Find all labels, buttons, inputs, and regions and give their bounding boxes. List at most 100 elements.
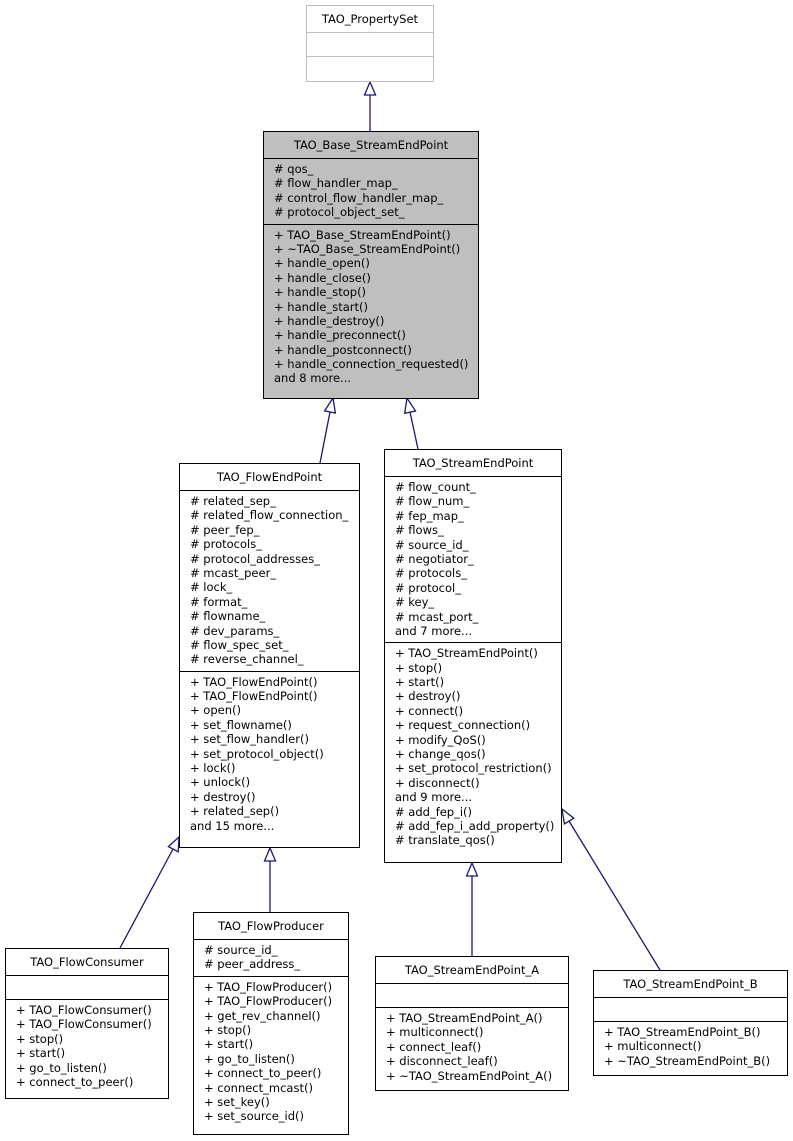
attribute: # protocols_ bbox=[190, 537, 262, 552]
method: + ~TAO_Base_StreamEndPoint() bbox=[274, 241, 461, 256]
attribute: # source_id_ bbox=[395, 537, 469, 552]
method: + set_flow_handler() bbox=[190, 732, 309, 747]
method: + connect_mcast() bbox=[204, 1080, 313, 1095]
attribute: # fep_map_ bbox=[395, 508, 464, 523]
more-methods: and 8 more... bbox=[274, 371, 352, 386]
attributes-section bbox=[594, 998, 787, 1022]
edge-sepb-to-streamendpoint bbox=[561, 807, 661, 971]
class-name: TAO_StreamEndPoint bbox=[385, 450, 561, 477]
class-name: TAO_Base_StreamEndPoint bbox=[264, 132, 478, 159]
attribute: # mcast_peer_ bbox=[190, 565, 277, 580]
attributes-section bbox=[6, 976, 168, 1000]
attribute: # control_flow_handler_map_ bbox=[274, 190, 444, 205]
class-tao-flowproducer: TAO_FlowProducer # source_id_ # peer_add… bbox=[193, 912, 349, 1135]
method: + stop() bbox=[204, 1022, 252, 1037]
attribute: # format_ bbox=[190, 594, 248, 609]
attribute: # flowname_ bbox=[190, 609, 266, 624]
class-name: TAO_StreamEndPoint_A bbox=[376, 957, 568, 984]
method: + destroy() bbox=[190, 789, 256, 804]
attribute: # key_ bbox=[395, 595, 435, 610]
method: + multiconnect() bbox=[604, 1039, 702, 1054]
method: + handle_connection_requested() bbox=[274, 357, 469, 372]
method: + stop() bbox=[395, 660, 443, 675]
method: + set_protocol_restriction() bbox=[395, 761, 552, 776]
method: + go_to_listen() bbox=[16, 1060, 107, 1075]
method: + TAO_FlowProducer() bbox=[204, 979, 333, 994]
edge-streamendpoint-to-base bbox=[403, 396, 419, 450]
method: + start() bbox=[204, 1037, 254, 1052]
class-name: TAO_StreamEndPoint_B bbox=[594, 971, 787, 998]
class-tao-streamendpoint: TAO_StreamEndPoint # flow_count_ # flow_… bbox=[384, 449, 562, 863]
method: + start() bbox=[16, 1046, 66, 1061]
class-tao-base-streamendpoint: TAO_Base_StreamEndPoint # qos_ # flow_ha… bbox=[263, 131, 479, 399]
method: + TAO_FlowEndPoint() bbox=[190, 689, 318, 704]
class-name: TAO_FlowConsumer bbox=[6, 949, 168, 976]
method: + TAO_FlowEndPoint() bbox=[190, 674, 318, 689]
method: + connect_to_peer() bbox=[16, 1074, 134, 1089]
method: + multiconnect() bbox=[386, 1025, 484, 1040]
attributes-section: # related_sep_ # related_flow_connection… bbox=[180, 491, 359, 672]
method: + stop() bbox=[16, 1031, 64, 1046]
method: + TAO_StreamEndPoint() bbox=[395, 646, 538, 661]
method: + request_connection() bbox=[395, 718, 531, 733]
more-methods: and 9 more... bbox=[395, 790, 473, 805]
attribute: # flow_num_ bbox=[395, 494, 470, 509]
method: + set_protocol_object() bbox=[190, 746, 324, 761]
class-name: TAO_FlowProducer bbox=[194, 913, 348, 940]
attribute: # flow_count_ bbox=[395, 480, 476, 494]
more-attributes: and 7 more... bbox=[395, 623, 473, 638]
method: + connect() bbox=[395, 703, 464, 718]
attributes-section bbox=[307, 33, 433, 57]
methods-section: + TAO_StreamEndPoint_A() + multiconnect(… bbox=[376, 1008, 568, 1087]
method: + connect_leaf() bbox=[386, 1039, 482, 1054]
method: + TAO_FlowConsumer() bbox=[16, 1003, 152, 1017]
class-name: TAO_FlowEndPoint bbox=[180, 464, 359, 491]
method: + handle_destroy() bbox=[274, 313, 385, 328]
attribute: # flow_spec_set_ bbox=[190, 637, 289, 652]
edge-flowendpoint-to-base bbox=[319, 396, 337, 464]
method: + handle_open() bbox=[274, 256, 370, 271]
method: + destroy() bbox=[395, 689, 461, 704]
method: + get_rev_channel() bbox=[204, 1008, 321, 1023]
attribute: # protocols_ bbox=[395, 566, 467, 581]
method: + go_to_listen() bbox=[204, 1051, 295, 1066]
method: + handle_postconnect() bbox=[274, 342, 412, 357]
method: + TAO_StreamEndPoint_A() bbox=[386, 1011, 543, 1025]
attributes-section: # qos_ # flow_handler_map_ # control_flo… bbox=[264, 159, 478, 225]
method: + disconnect_leaf() bbox=[386, 1054, 498, 1069]
method: + TAO_Base_StreamEndPoint() bbox=[274, 227, 451, 242]
methods-section: + TAO_StreamEndPoint_B() + multiconnect(… bbox=[594, 1022, 787, 1072]
method: + TAO_StreamEndPoint_B() bbox=[604, 1025, 761, 1039]
method: + disconnect() bbox=[395, 775, 480, 790]
edge-base-to-propertyset bbox=[363, 80, 377, 131]
edge-flowconsumer-to-flowendpoint bbox=[119, 835, 180, 949]
class-tao-propertyset: TAO_PropertySet bbox=[306, 5, 434, 82]
attribute: # related_sep_ bbox=[190, 494, 276, 508]
method: + handle_close() bbox=[274, 270, 371, 285]
method: + open() bbox=[190, 703, 241, 718]
attributes-section: # flow_count_ # flow_num_ # fep_map_ # f… bbox=[385, 477, 561, 644]
method: + change_qos() bbox=[395, 747, 486, 762]
class-tao-streamendpoint-b: TAO_StreamEndPoint_B + TAO_StreamEndPoin… bbox=[593, 970, 788, 1076]
attribute: # qos_ bbox=[274, 162, 314, 176]
more-methods: and 15 more... bbox=[190, 818, 275, 833]
method: + start() bbox=[395, 675, 445, 690]
method: + handle_preconnect() bbox=[274, 328, 406, 343]
method: + set_flowname() bbox=[190, 717, 292, 732]
methods-section: + TAO_StreamEndPoint() + stop() + start(… bbox=[385, 643, 561, 851]
methods-section: + TAO_FlowProducer() + TAO_FlowProducer(… bbox=[194, 977, 348, 1128]
methods-section: + TAO_Base_StreamEndPoint() + ~TAO_Base_… bbox=[264, 225, 478, 390]
method: + set_key() bbox=[204, 1094, 270, 1109]
attribute: # flow_handler_map_ bbox=[274, 176, 398, 191]
class-tao-streamendpoint-a: TAO_StreamEndPoint_A + TAO_StreamEndPoin… bbox=[375, 956, 569, 1091]
class-tao-flowendpoint: TAO_FlowEndPoint # related_sep_ # relate… bbox=[179, 463, 360, 848]
methods-section: + TAO_FlowEndPoint() + TAO_FlowEndPoint(… bbox=[180, 672, 359, 837]
method: + related_sep() bbox=[190, 804, 280, 819]
attribute: # protocol_ bbox=[395, 580, 461, 595]
attribute: # reverse_channel_ bbox=[190, 652, 304, 667]
class-name: TAO_PropertySet bbox=[307, 6, 433, 33]
attribute: # related_flow_connection_ bbox=[190, 508, 349, 523]
method: + handle_start() bbox=[274, 299, 368, 314]
methods-section: + TAO_FlowConsumer() + TAO_FlowConsumer(… bbox=[6, 1000, 168, 1093]
